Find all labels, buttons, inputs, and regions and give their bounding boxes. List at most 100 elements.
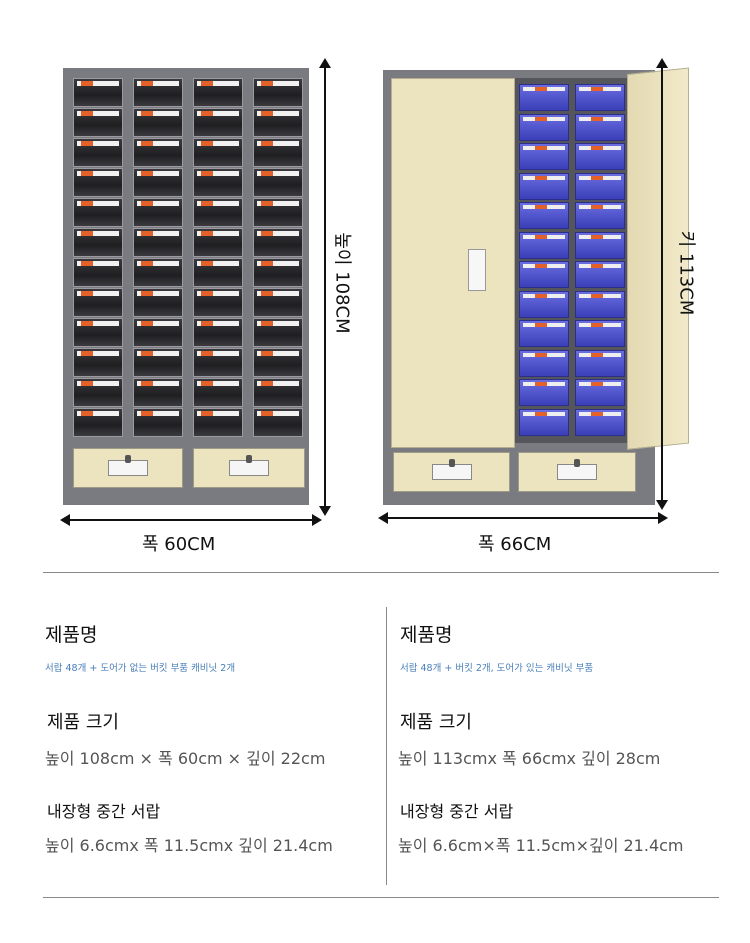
size-heading: 제품 크기 [47,712,119,733]
blue-bin [575,320,625,347]
small-drawer [73,288,123,317]
small-drawer [73,198,123,227]
size-value: 높이 108cm × 폭 60cm × 깊이 22cm [45,749,326,768]
blue-bin [519,261,569,288]
size-value: 높이 113cmx 폭 66cmx 깊이 28cm [398,749,661,768]
small-drawer [133,318,183,347]
small-drawer [133,348,183,377]
small-drawer [193,288,243,317]
small-drawer [253,78,303,107]
small-drawer [193,258,243,287]
small-drawer [73,318,123,347]
blue-bin [519,202,569,229]
drawer-size-value: 높이 6.6cm×폭 11.5cm×깊이 21.4cm [398,836,684,855]
small-drawer [193,108,243,137]
small-drawer [253,228,303,257]
blue-bin [519,143,569,170]
drawer-grid [63,68,309,508]
cabinet-with-doors [383,67,689,505]
small-drawer [253,348,303,377]
blue-bin [519,349,569,377]
small-drawer [193,348,243,377]
product-name-heading: 제품명 [400,624,453,646]
small-drawer [73,168,123,197]
blue-bin [575,231,625,259]
blue-bin [575,261,625,288]
small-drawer [73,258,123,287]
divider-bottom [43,897,719,898]
width-arrow [384,517,662,519]
cabinet-without-doors [63,68,309,505]
small-drawer [253,198,303,227]
small-drawer [133,258,183,287]
small-drawer [253,318,303,347]
drawer-heading: 내장형 중간 서랍 [400,802,514,821]
small-drawer [73,408,123,437]
small-drawer [133,78,183,107]
blue-bin [519,320,569,347]
bottom-drawer [518,452,636,492]
blue-bin [575,113,625,141]
small-drawer [73,348,123,377]
blue-bin [575,172,625,200]
blue-bin [575,379,625,406]
product-name: 서랍 48개 + 도어가 없는 버킷 부품 캐비닛 2개 [45,663,236,674]
blue-bin [575,143,625,170]
product-name: 서랍 48개 + 버킷 2개, 도어가 있는 캐비닛 부품 [400,663,594,674]
height-arrow [661,64,663,504]
small-drawer [133,168,183,197]
small-drawer [253,408,303,437]
blue-bin [575,349,625,377]
blue-bin [519,408,569,436]
small-drawer [193,378,243,407]
drawer-handle-icon [229,455,269,476]
small-drawer [193,78,243,107]
small-drawer [193,228,243,257]
blue-bin [519,84,569,111]
small-drawer [253,138,303,167]
small-drawer [193,408,243,437]
small-drawer [73,228,123,257]
drawer-heading: 내장형 중간 서랍 [47,802,161,821]
small-drawer [193,138,243,167]
blue-bin [519,290,569,318]
divider-top [43,572,719,573]
blue-bin [575,408,625,436]
small-drawer [253,108,303,137]
small-drawer [253,378,303,407]
blue-bin [575,290,625,318]
drawer-size-value: 높이 6.6cmx 폭 11.5cmx 깊이 21.4cm [45,836,333,855]
bottom-drawer [393,452,510,492]
product-name-heading: 제품명 [45,624,98,646]
width-arrow [66,519,316,521]
small-drawer [253,258,303,287]
drawer-handle-icon [557,459,597,480]
small-drawer [193,318,243,347]
bin-grid [515,78,627,443]
blue-bin [519,379,569,406]
drawer-handle-icon [431,459,472,480]
divider-vertical [386,607,387,885]
small-drawer [133,288,183,317]
height-label: 키 113CM [675,230,697,316]
height-arrow [324,64,326,510]
blue-bin [575,202,625,229]
small-drawer [133,198,183,227]
small-drawer [253,288,303,317]
blue-bin [519,231,569,259]
small-drawer [73,138,123,167]
blue-bin [575,84,625,111]
small-drawer [133,138,183,167]
small-drawer [253,168,303,197]
left-door [391,78,515,448]
small-drawer [133,378,183,407]
small-drawer [193,168,243,197]
small-drawer [73,378,123,407]
blue-bin [519,113,569,141]
door-handle-icon [468,249,486,291]
drawer-handle-icon [108,455,148,476]
width-label: 폭 60CM [142,534,216,555]
small-drawer [133,228,183,257]
blue-bin [519,172,569,200]
height-label: 높이 108CM [331,232,353,334]
